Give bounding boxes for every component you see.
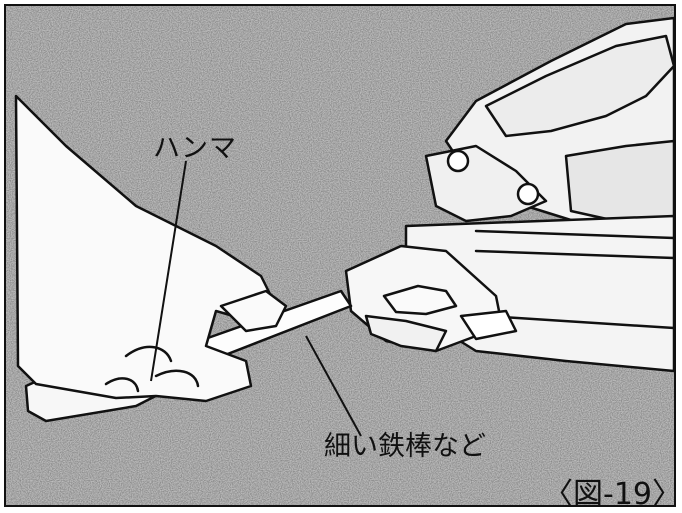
leader-lines (150, 160, 362, 437)
nose-bolt-upper (446, 149, 470, 173)
knuckle-lines (104, 345, 200, 393)
rail-latch (459, 309, 518, 341)
nailer-tool (344, 16, 674, 373)
nose-bolt-lower (516, 182, 540, 206)
figure-number: 〈図-19〉 (543, 477, 676, 507)
rod-leader (305, 335, 362, 437)
hammer-leader (150, 160, 187, 382)
tool-side-panel (564, 139, 674, 228)
driver-teeth (382, 284, 458, 316)
hammer-label: ハンマ (153, 133, 237, 164)
technical-illustration (6, 6, 674, 505)
hand-with-rod (14, 94, 353, 423)
tool-upper-shell (484, 34, 674, 138)
hand (14, 94, 278, 403)
thumb (219, 289, 288, 333)
thin-rod-label: 細い鉄棒など (324, 431, 486, 462)
magazine-rail (474, 229, 674, 330)
guide-tab (364, 314, 448, 353)
illustration-frame: ハンマ 細い鉄棒など 〈図-19〉 (4, 4, 676, 507)
